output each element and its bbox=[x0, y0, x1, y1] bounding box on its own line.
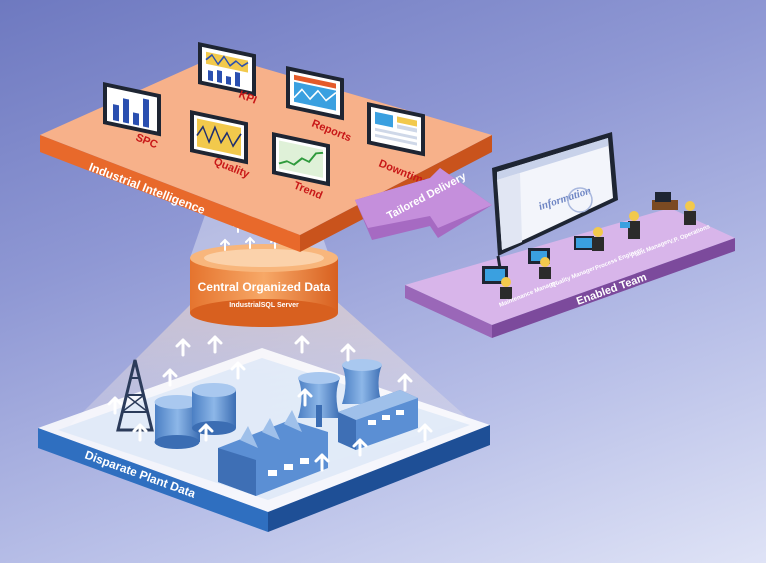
cooling-towers-icon bbox=[298, 359, 382, 427]
worker-quality-icon bbox=[528, 248, 551, 279]
dashboard-spc bbox=[103, 82, 161, 137]
dashboard-kpi bbox=[198, 42, 256, 97]
dashboard-reports bbox=[286, 66, 344, 121]
storage-tanks-icon bbox=[154, 383, 236, 449]
gauge-chart-icon bbox=[205, 51, 249, 87]
bar-chart-icon bbox=[113, 98, 149, 128]
central-title: Central Organized Data bbox=[198, 280, 331, 294]
tailored-delivery-arrow: Tailored Delivery bbox=[355, 168, 492, 240]
report-chart-icon bbox=[293, 74, 337, 111]
worker-process-icon bbox=[574, 227, 604, 251]
upward-arrows bbox=[107, 335, 433, 472]
dashboard-trend bbox=[272, 132, 330, 187]
factory-right-icon bbox=[338, 390, 418, 450]
downtime-chart-icon bbox=[375, 111, 417, 146]
worker-plant-icon bbox=[620, 211, 640, 239]
workstations bbox=[482, 192, 696, 299]
worker-maintenance-icon bbox=[482, 266, 512, 299]
central-subtitle: IndustrialSQL Server bbox=[229, 302, 299, 309]
trend-chart-icon bbox=[278, 140, 324, 178]
information-screen: information bbox=[492, 132, 618, 269]
dashboard-quality bbox=[190, 110, 248, 165]
factory-front-icon bbox=[218, 410, 328, 496]
dashboard-downtime bbox=[367, 102, 425, 157]
line-chart-icon bbox=[196, 118, 242, 156]
worker-vp-icon bbox=[652, 192, 696, 225]
